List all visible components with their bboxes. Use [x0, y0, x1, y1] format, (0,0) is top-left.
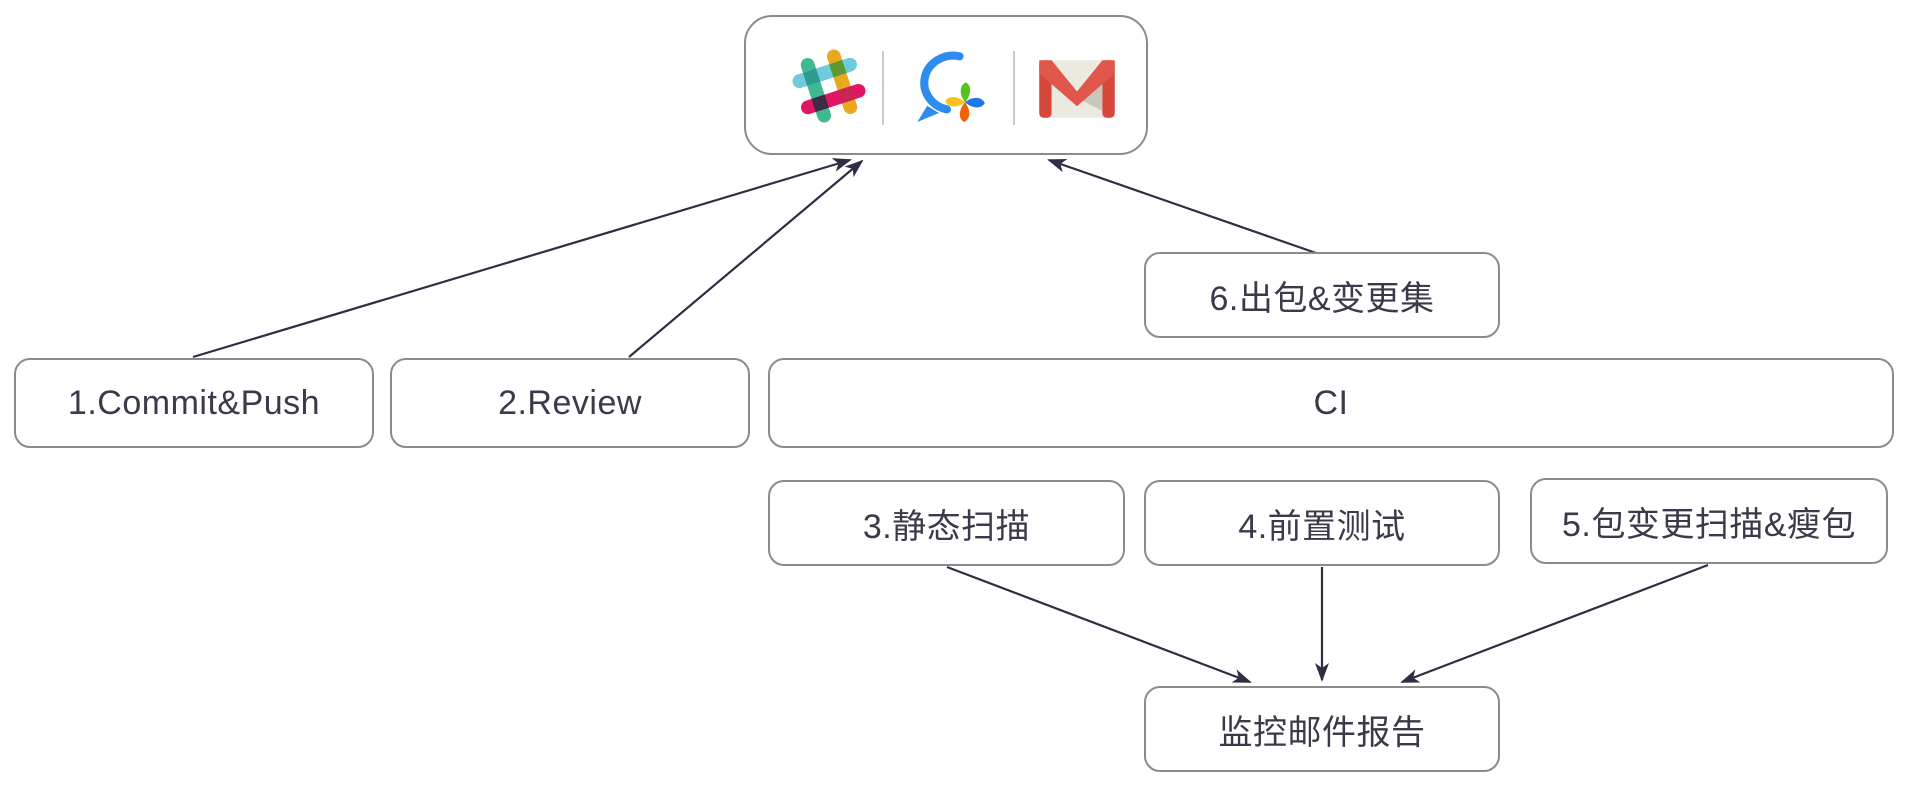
node-commit-push: 1.Commit&Push — [14, 358, 374, 448]
edge-changeset-to-channels — [1047, 158, 1317, 255]
notification-channels-box — [744, 15, 1148, 155]
node-label: 2.Review — [498, 383, 642, 422]
edge-review-to-channels — [628, 159, 864, 358]
node-label: 6.出包&变更集 — [1209, 279, 1435, 318]
node-pre-test: 4.前置测试 — [1144, 480, 1500, 566]
node-static-scan: 3.静态扫描 — [768, 480, 1125, 566]
node-label: 5.包变更扫描&瘦包 — [1561, 505, 1857, 544]
node-label: 4.前置测试 — [1238, 507, 1406, 546]
icon-divider — [882, 51, 884, 125]
node-review: 2.Review — [390, 358, 750, 448]
edge-package-scan-to-monitor — [1400, 563, 1709, 684]
node-label: 1.Commit&Push — [67, 383, 321, 422]
node-monitor-report: 监控邮件报告 — [1144, 686, 1500, 772]
node-package-scan: 5.包变更扫描&瘦包 — [1530, 478, 1888, 564]
node-changeset: 6.出包&变更集 — [1144, 252, 1500, 338]
wecom-chat-icon — [902, 41, 992, 131]
node-ci: CI — [768, 358, 1894, 448]
icon-divider — [1013, 51, 1015, 125]
node-label: 监控邮件报告 — [1218, 713, 1426, 752]
slack-icon — [786, 43, 872, 129]
node-label: CI — [1313, 383, 1349, 422]
edge-static-scan-to-monitor — [946, 565, 1252, 684]
edge-commit-to-channels — [192, 158, 852, 359]
node-label: 3.静态扫描 — [862, 507, 1031, 546]
gmail-icon — [1034, 57, 1120, 121]
